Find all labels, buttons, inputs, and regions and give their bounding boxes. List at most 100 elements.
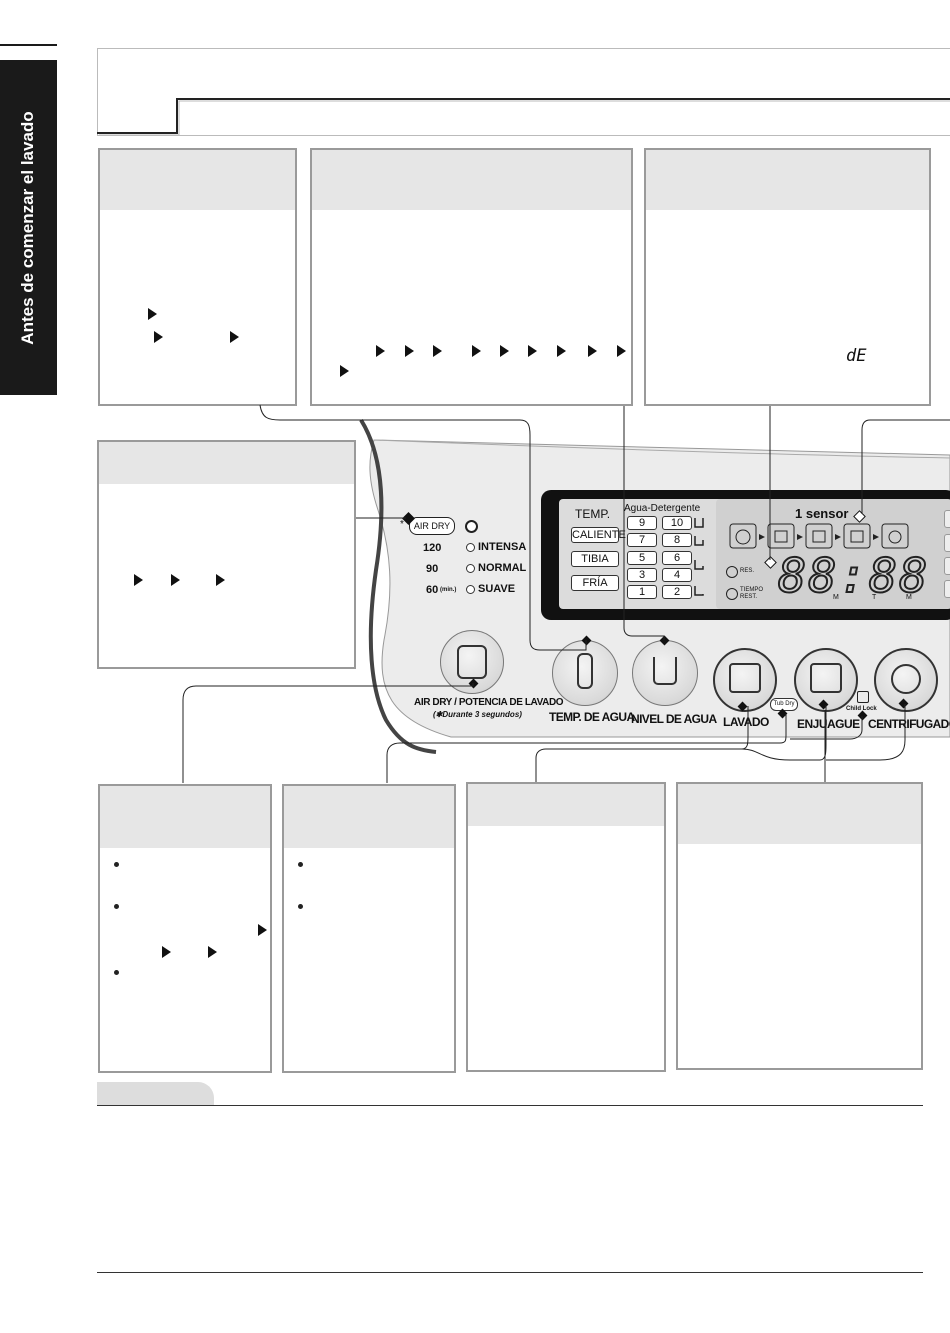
error-code: dE xyxy=(846,346,867,366)
bullet-icon xyxy=(114,862,119,867)
child-lock-label: Child Lock xyxy=(846,706,877,712)
info-box-6-head xyxy=(284,786,454,848)
level-led-icon xyxy=(466,585,475,594)
section-header-step xyxy=(97,98,950,136)
minutes-unit: (min.) xyxy=(440,587,457,593)
tub-level-icons xyxy=(694,518,704,596)
air-dry-led-icon xyxy=(465,520,478,533)
time-60: 60 xyxy=(426,584,439,596)
water-level-1: 1 xyxy=(627,585,657,599)
side-key-3 xyxy=(944,557,950,575)
info-box-4 xyxy=(97,440,356,669)
temp-title: TEMP. xyxy=(575,507,611,521)
rinse-icon xyxy=(810,663,842,693)
side-key-4 xyxy=(944,580,950,598)
bullet-icon xyxy=(298,904,303,909)
info-box-5 xyxy=(98,784,272,1073)
arrow-right-icon xyxy=(216,574,225,586)
bullet-icon xyxy=(114,970,119,975)
arrow-right-icon xyxy=(405,345,414,357)
level-normal: NORMAL xyxy=(478,562,527,574)
arrow-right-icon xyxy=(230,331,239,343)
lcd-sub-m1: M xyxy=(833,594,839,601)
water-level-icon xyxy=(653,657,677,685)
side-key-1 xyxy=(944,510,950,528)
air-dry-icon xyxy=(457,645,487,679)
bullet-icon xyxy=(114,904,119,909)
side-tab xyxy=(0,60,57,395)
arrow-right-icon xyxy=(340,365,349,377)
thermometer-icon xyxy=(577,653,593,689)
bullet-icon xyxy=(298,862,303,867)
water-level-label: NIVEL DE AGUA xyxy=(631,712,717,726)
arrow-right-icon xyxy=(472,345,481,357)
note-tab xyxy=(97,1082,214,1106)
air-dry-note: (✱Durante 3 segundos) xyxy=(433,710,522,719)
water-title: Agua-Detergente xyxy=(624,503,701,514)
arrow-right-icon xyxy=(134,574,143,586)
wash-button[interactable] xyxy=(713,648,777,712)
sensor-label: 1 sensor xyxy=(795,506,849,521)
res-label: RES. xyxy=(740,568,755,574)
info-box-2 xyxy=(310,148,633,406)
rest-label: REST. xyxy=(740,594,758,600)
temp-indicator-cold: FRÍA xyxy=(571,575,619,591)
arrow-right-icon xyxy=(588,345,597,357)
arrow-right-icon xyxy=(154,331,163,343)
arrow-right-icon xyxy=(557,345,566,357)
water-level-8: 8 xyxy=(662,533,692,547)
water-level-9: 9 xyxy=(627,516,657,530)
info-box-1-head xyxy=(100,150,295,210)
info-box-3: dE xyxy=(644,148,931,406)
water-level-6: 6 xyxy=(662,551,692,565)
arrow-right-icon xyxy=(433,345,442,357)
side-tab-rule xyxy=(0,44,57,46)
water-temp-label: TEMP. DE AGUA xyxy=(549,710,635,724)
arrow-right-icon xyxy=(376,345,385,357)
level-suave: SUAVE xyxy=(478,583,516,595)
timer-icon xyxy=(726,588,738,600)
info-box-6 xyxy=(282,784,456,1073)
wash-icon xyxy=(729,663,761,693)
water-level-2: 2 xyxy=(662,585,692,599)
water-level-10: 10 xyxy=(662,516,692,530)
info-box-7 xyxy=(466,782,666,1072)
info-box-5-head xyxy=(100,786,270,848)
arrow-right-icon xyxy=(528,345,537,357)
lcd-sub-t: T xyxy=(872,594,877,601)
level-led-icon xyxy=(466,564,475,573)
water-level-7: 7 xyxy=(627,533,657,547)
level-led-icon xyxy=(466,543,475,552)
clock-icon xyxy=(726,566,738,578)
tiempo-label: TIEMPO xyxy=(740,587,764,593)
water-level-4: 4 xyxy=(662,568,692,582)
arrow-right-icon xyxy=(617,345,626,357)
temp-indicator-hot: CALIENTE xyxy=(571,527,626,543)
info-box-1 xyxy=(98,148,297,406)
lcd-panel xyxy=(716,499,950,609)
rinse-label: ENJUAGUE xyxy=(797,717,860,731)
temp-indicator-warm: TIBIA xyxy=(571,551,619,567)
spin-icon xyxy=(891,664,921,694)
time-120: 120 xyxy=(423,542,442,554)
water-level-3: 3 xyxy=(627,568,657,582)
section-header-frame xyxy=(97,48,950,136)
water-level-button[interactable] xyxy=(632,640,698,706)
arrow-right-icon xyxy=(500,345,509,357)
info-box-4-head xyxy=(99,442,354,484)
asterisk-mark: * xyxy=(400,519,404,530)
air-dry-badge: AIR DRY xyxy=(409,517,455,535)
arrow-right-icon xyxy=(162,946,171,958)
arrow-right-icon xyxy=(148,308,157,320)
info-box-3-head xyxy=(646,150,929,210)
spin-label: CENTRIFUGADO xyxy=(868,717,950,731)
arrow-right-icon xyxy=(258,924,267,936)
footer-rule xyxy=(97,1272,923,1273)
lock-icon xyxy=(857,691,869,703)
rinse-button[interactable] xyxy=(794,648,858,712)
note-rule xyxy=(97,1105,923,1106)
wash-label: LAVADO xyxy=(723,715,769,729)
side-key-2 xyxy=(944,534,950,552)
lcd-sub-m2: M xyxy=(906,594,912,601)
